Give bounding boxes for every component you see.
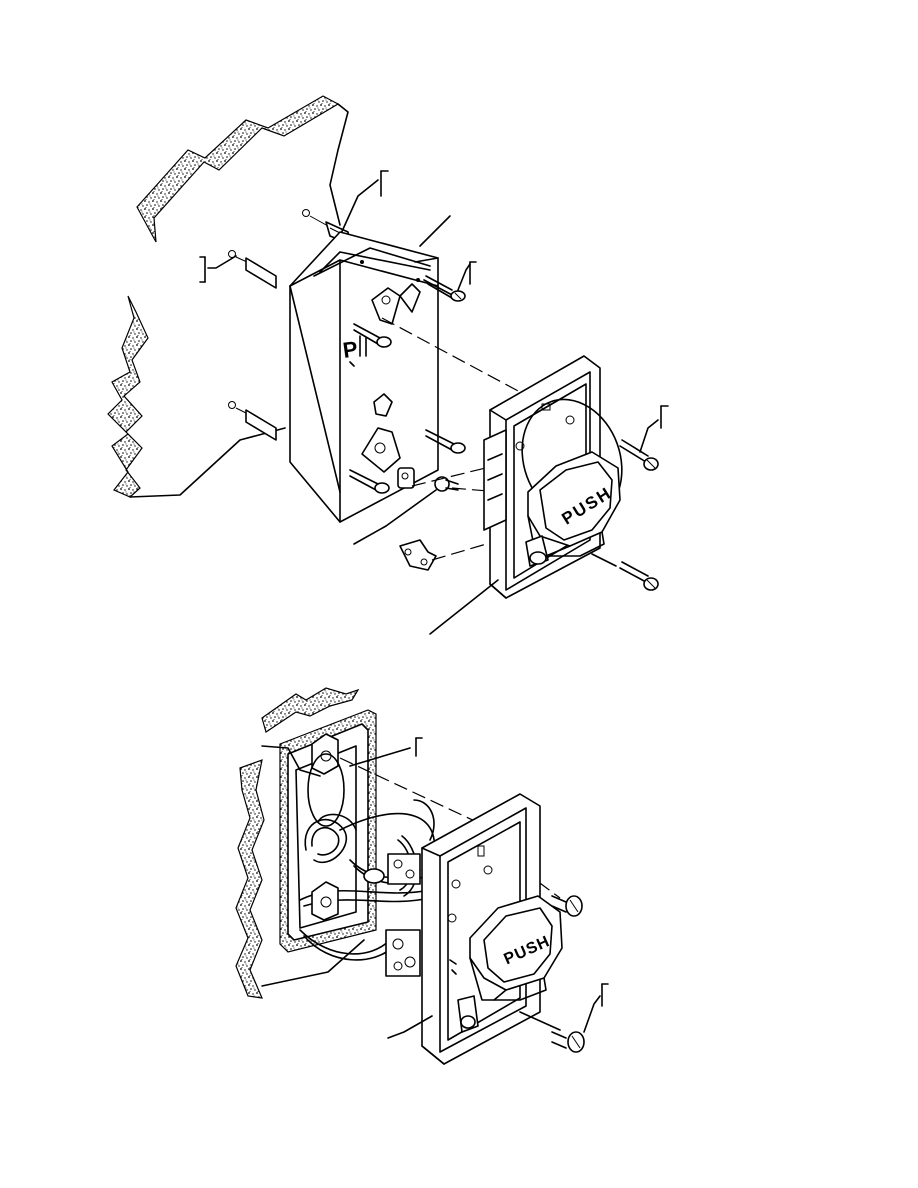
plate-screw-upper — [620, 406, 668, 470]
terminal-clip-b — [400, 540, 436, 570]
wire-leader — [262, 940, 364, 986]
wall-section-upper — [137, 96, 338, 242]
wall-cut-line-lower — [130, 428, 285, 497]
bottom-assembly: PUSH — [236, 688, 608, 1064]
back-box-leader — [420, 216, 450, 246]
terminal-block-upper — [388, 854, 420, 884]
wall-anchor-middle — [200, 251, 276, 289]
wall-section-left — [108, 296, 148, 497]
wall-section-frame — [236, 760, 264, 998]
top-assembly: P — [108, 96, 668, 634]
back-box: P — [290, 232, 438, 522]
wall-anchor-bottom — [229, 402, 277, 441]
terminal-block-lower — [386, 930, 420, 976]
wall-cut-line-upper — [330, 104, 348, 225]
plate-leader — [430, 580, 498, 634]
terminal-clip-a — [398, 468, 414, 488]
plate-screw-lower — [592, 554, 658, 590]
